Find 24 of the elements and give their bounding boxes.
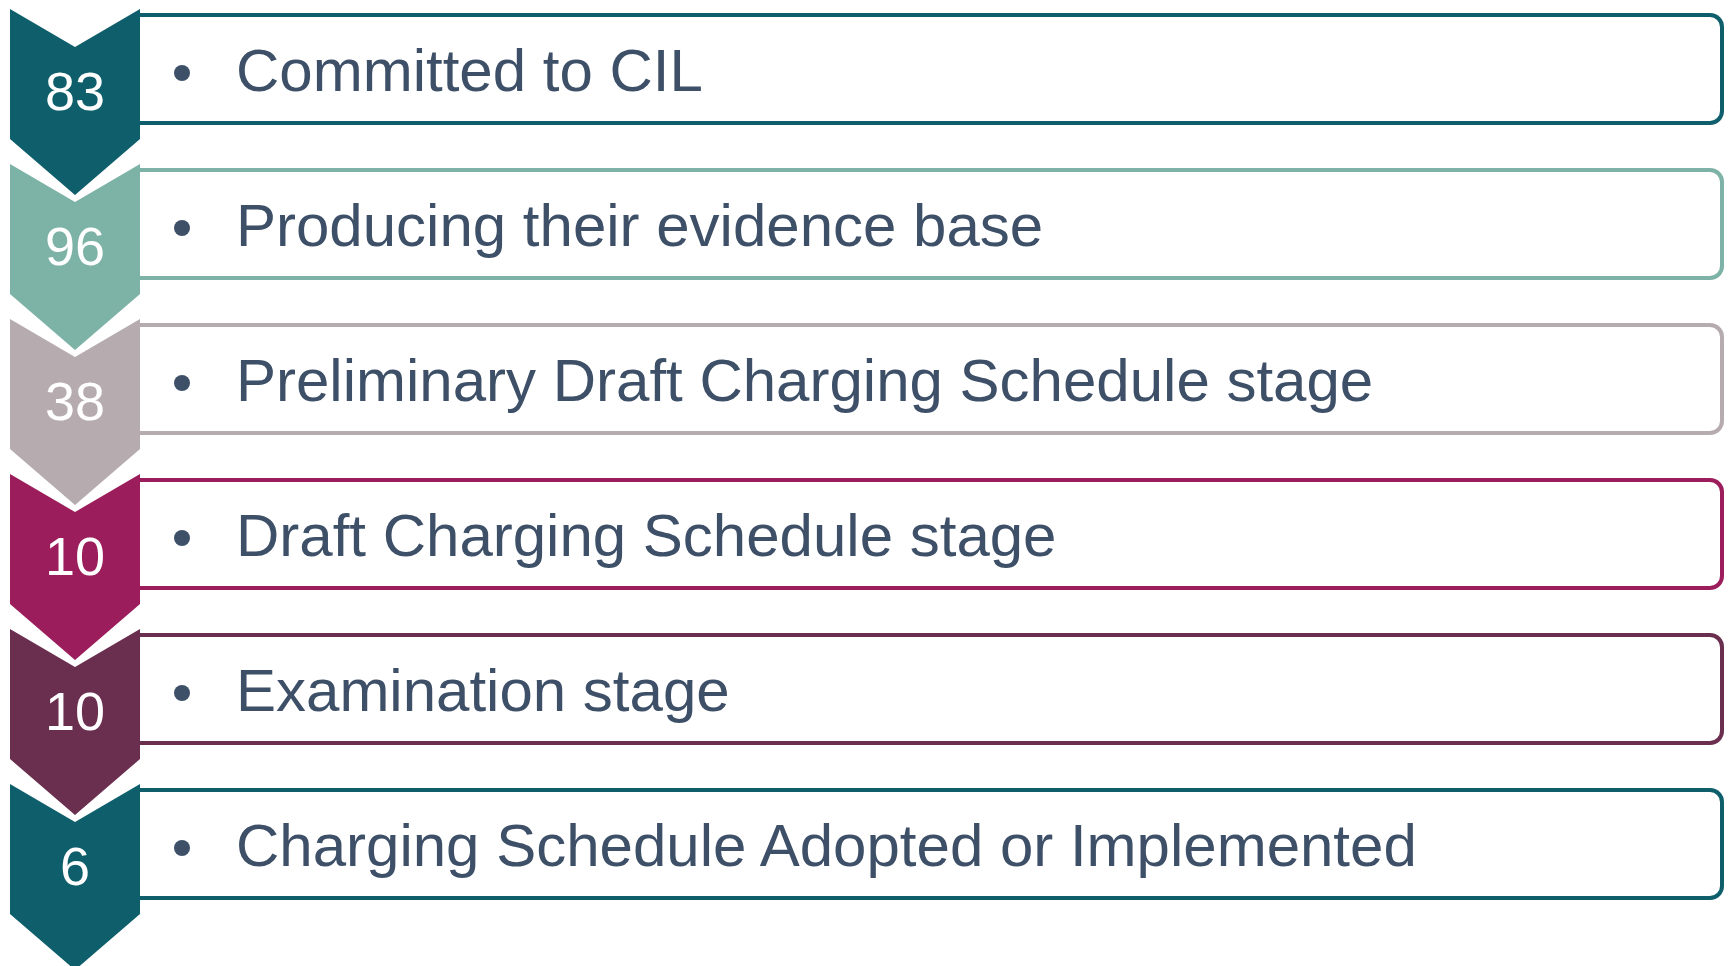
bullet-text: Charging Schedule Adopted or Implemented — [236, 814, 1417, 878]
bullet-text: Producing their evidence base — [236, 194, 1044, 258]
stage-box — [138, 788, 1724, 900]
chevron-badge — [10, 9, 140, 195]
stage-box — [138, 168, 1724, 280]
stage-box — [138, 633, 1724, 745]
count-number: 10 — [43, 681, 107, 741]
chevron-badge — [10, 629, 140, 815]
stage-box — [138, 323, 1724, 435]
count-number: 10 — [43, 526, 107, 586]
chevron-badge — [10, 474, 140, 660]
bullet-text: Draft Charging Schedule stage — [236, 504, 1057, 568]
bullet-text: Committed to CIL — [236, 39, 703, 103]
count-number: 38 — [43, 371, 107, 431]
bullet-text: Examination stage — [236, 659, 730, 723]
count-number: 83 — [43, 61, 107, 121]
chevron-badge — [10, 319, 140, 505]
stage-box — [138, 13, 1724, 125]
chevron-badge — [10, 784, 140, 966]
chevron-badge — [10, 164, 140, 350]
stage-box — [138, 478, 1724, 590]
count-number: 96 — [43, 216, 107, 276]
count-number: 6 — [58, 836, 91, 896]
bullet-text: Preliminary Draft Charging Schedule stage — [236, 349, 1374, 413]
